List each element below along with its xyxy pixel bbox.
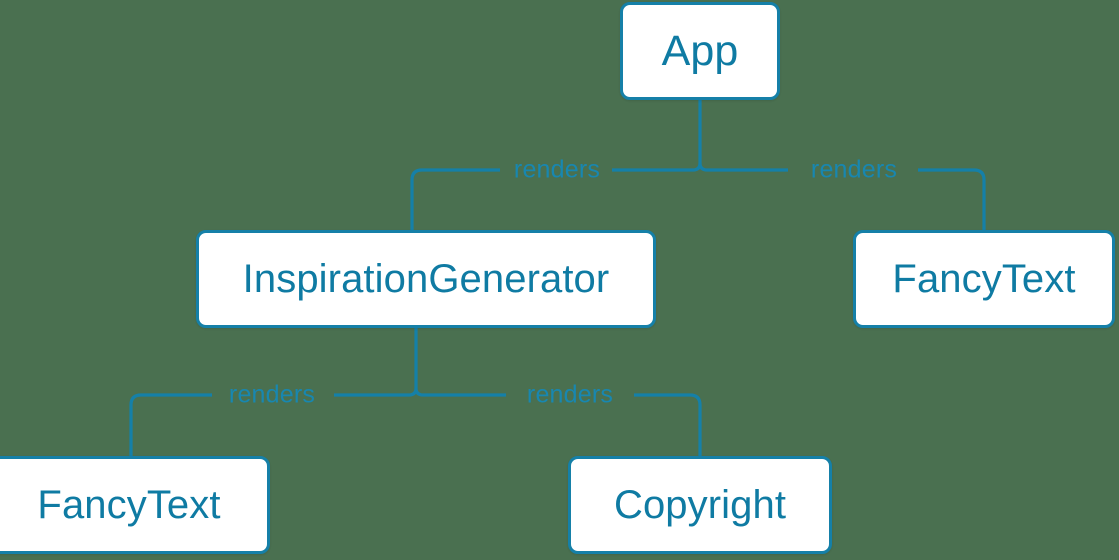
edge-label-inspirationgenerator-to-fancytext: renders (228, 380, 316, 409)
edge-inspirationgenerator-to-fancytext-seg2 (129, 393, 212, 456)
edge-label-app-to-inspirationgenerator: renders (513, 155, 601, 184)
node-fancytext-right[interactable]: FancyText (853, 230, 1115, 328)
node-copyright[interactable]: Copyright (568, 456, 832, 554)
edge-app-to-fancytext-seg2 (918, 168, 986, 230)
edge-inspirationgenerator-to-copyright-seg2 (634, 393, 702, 456)
edge-app-trunk (646, 100, 702, 172)
edge-inspirationgenerator-trunk (362, 328, 418, 397)
edge-label-inspirationgenerator-to-copyright: renders (526, 380, 614, 409)
edge-inspirationgenerator-trunk-right (414, 387, 470, 397)
node-fancytext-bottom[interactable]: FancyText (0, 456, 270, 554)
node-app-label: App (661, 26, 739, 75)
node-copyright-label: Copyright (613, 483, 787, 527)
node-app[interactable]: App (620, 2, 780, 100)
node-inspirationgenerator[interactable]: InspirationGenerator (196, 230, 656, 328)
node-inspirationgenerator-label: InspirationGenerator (242, 257, 610, 301)
edge-app-to-inspirationgenerator-seg2 (410, 168, 500, 230)
node-fancytext-right-label: FancyText (892, 257, 1076, 301)
edge-app-trunk-right (698, 162, 754, 172)
node-fancytext-bottom-label: FancyText (37, 483, 221, 527)
edge-label-app-to-fancytext: renders (810, 155, 898, 184)
